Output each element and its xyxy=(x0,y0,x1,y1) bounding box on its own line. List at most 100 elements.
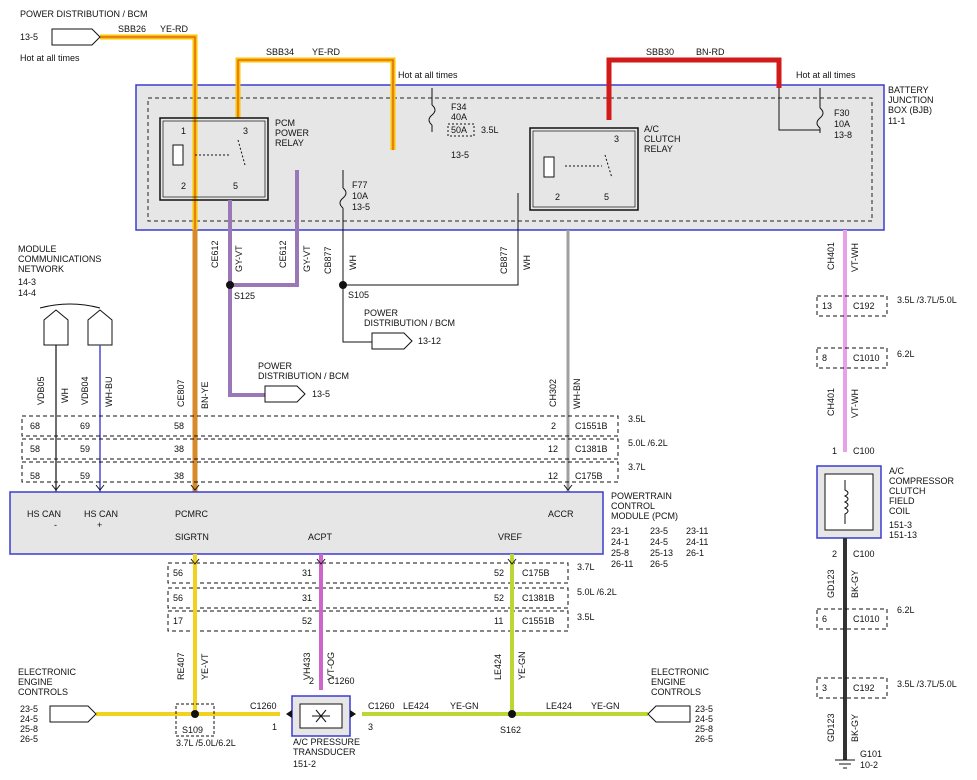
c1260-right-label: C1260 xyxy=(368,701,395,711)
pcm-relay-pin5: 5 xyxy=(233,181,238,191)
wh-a: WH xyxy=(348,255,358,270)
power-dist-top-label: POWER DISTRIBUTION / BCM xyxy=(20,9,148,19)
wire-sbb34-stripe xyxy=(237,59,394,150)
bn-rd-label: BN-RD xyxy=(696,47,725,57)
f30-fuse-icon xyxy=(816,107,824,129)
bk-gy-b: BK-GY xyxy=(850,714,860,742)
f30-label: F30 xyxy=(834,108,850,118)
vt-wh-b: VT-WH xyxy=(850,389,860,418)
ye-vt: YE-VT xyxy=(200,653,210,680)
pcm-box xyxy=(9,491,604,555)
hs-can-minus-connector[interactable] xyxy=(43,309,69,346)
hs-can-plus-connector[interactable] xyxy=(87,309,113,346)
vref-label: VREF xyxy=(498,532,523,542)
sbb30-label: SBB30 xyxy=(646,47,674,57)
c1551b-lower-pin-17: 17 xyxy=(173,616,183,626)
hs-can-plus-label: HS CAN xyxy=(84,509,118,519)
c1551b-pin-2: 2 xyxy=(551,421,556,431)
coil-icon xyxy=(843,480,849,524)
f30-line xyxy=(778,88,820,131)
accr-label: ACCR xyxy=(548,509,574,519)
c1260-pin3: 3 xyxy=(368,722,373,732)
hot-all-times-3: Hot at all times xyxy=(796,70,856,80)
gy-vt-b: GY-VT xyxy=(302,245,312,272)
ac-comp-ref-2: 151-13 xyxy=(889,530,917,540)
c1551b-lower-box xyxy=(167,610,569,632)
pcm-ref-8: 25-13 xyxy=(650,548,673,558)
f34-fuse-icon xyxy=(428,104,436,126)
c175b-lower-pin-52: 52 xyxy=(494,568,504,578)
ye-rd-label-1: YE-RD xyxy=(160,24,189,34)
c175b-lower-box xyxy=(167,562,569,584)
c192-low-label: C192 xyxy=(853,683,875,693)
c1010-low-eng: 6.2L xyxy=(897,605,915,615)
power-dist-connector-low[interactable] xyxy=(264,385,306,403)
ac-relay-pin5: 5 xyxy=(604,192,609,202)
c175b-pin-58: 58 xyxy=(30,471,40,481)
c1260-top: C1260 xyxy=(328,676,355,686)
wh-b: WH xyxy=(522,255,532,270)
f77-amp: 10A xyxy=(352,191,368,201)
power-dist-connector-mid[interactable] xyxy=(371,332,413,350)
f30-amp: 10A xyxy=(834,119,850,129)
c1381b-eng: 5.0L /6.2L xyxy=(628,438,668,448)
eec-right-connector[interactable] xyxy=(647,705,691,723)
c1551b-lower-eng: 3.5L xyxy=(577,612,595,622)
c1551b-lower-pin-11: 11 xyxy=(494,616,503,626)
ac-relay-coil-icon xyxy=(543,156,555,178)
pcm-relay-switch-icon xyxy=(195,139,246,166)
c1010-top-pin: 8 xyxy=(822,353,827,363)
eec-left-ref-2: 24-5 xyxy=(20,714,38,724)
c1551b-label: C1551B xyxy=(575,421,608,431)
c1381b-lower-label: C1381B xyxy=(522,593,555,603)
pcm-ref-1: 23-1 xyxy=(611,526,629,536)
c192-top-eng: 3.5L /3.7L/5.0L xyxy=(897,295,957,305)
pcmrc-label: PCMRC xyxy=(175,509,208,519)
gy-vt-a: GY-VT xyxy=(234,245,244,272)
hs-can-minus-label: HS CAN xyxy=(27,509,61,519)
c192-top-label: C192 xyxy=(853,301,875,311)
c192-top-box xyxy=(816,295,888,317)
eec-right-ref-1: 23-5 xyxy=(695,704,713,714)
f34-ref: 13-5 xyxy=(451,150,469,160)
pcm-ref-2: 23-5 xyxy=(650,526,668,536)
c1381b-lower-eng: 5.0L /6.2L xyxy=(577,587,617,597)
s109-splice xyxy=(191,710,199,718)
s125-splice xyxy=(226,281,234,289)
c192-low-box xyxy=(816,677,888,699)
sbb34-label: SBB34 xyxy=(266,47,294,57)
eec-left-ref-3: 25-8 xyxy=(20,724,38,734)
c175b-box xyxy=(21,461,619,483)
pcm-ref-7: 25-8 xyxy=(611,548,629,558)
c175b-eng: 3.7L xyxy=(628,462,646,472)
c1551b-box xyxy=(21,415,619,437)
wh-bn: WH-BN xyxy=(572,379,582,410)
twisted-pair-icon xyxy=(39,303,101,309)
f34-alt: 50A xyxy=(451,125,467,135)
eec-left-connector[interactable] xyxy=(49,705,97,723)
s105-label: S105 xyxy=(348,290,369,300)
c100-2-pin: 2 xyxy=(832,549,837,559)
ac-relay-pin3: 3 xyxy=(614,134,619,144)
f34-label: F34 xyxy=(451,102,467,112)
f34-amp: 40A xyxy=(451,112,467,122)
c1010-low-label: C1010 xyxy=(853,614,880,624)
ye-gn-a: YE-GN xyxy=(450,701,479,711)
ye-gn-b: YE-GN xyxy=(591,701,620,711)
pcm-relay-coil-icon xyxy=(172,144,184,166)
c175b-label: C175B xyxy=(575,471,603,481)
power-dist-connector-top[interactable] xyxy=(51,28,101,46)
s109-eng: 3.7L /5.0L/6.2L xyxy=(176,738,236,748)
c1010-low-pin: 6 xyxy=(822,614,827,624)
le424-v: LE424 xyxy=(493,654,503,680)
c192-low-eng: 3.5L /3.7L/5.0L xyxy=(897,679,957,689)
ac-pt-ref: 151-2 xyxy=(293,759,316,769)
pcm-power-relay-inner xyxy=(162,120,266,198)
